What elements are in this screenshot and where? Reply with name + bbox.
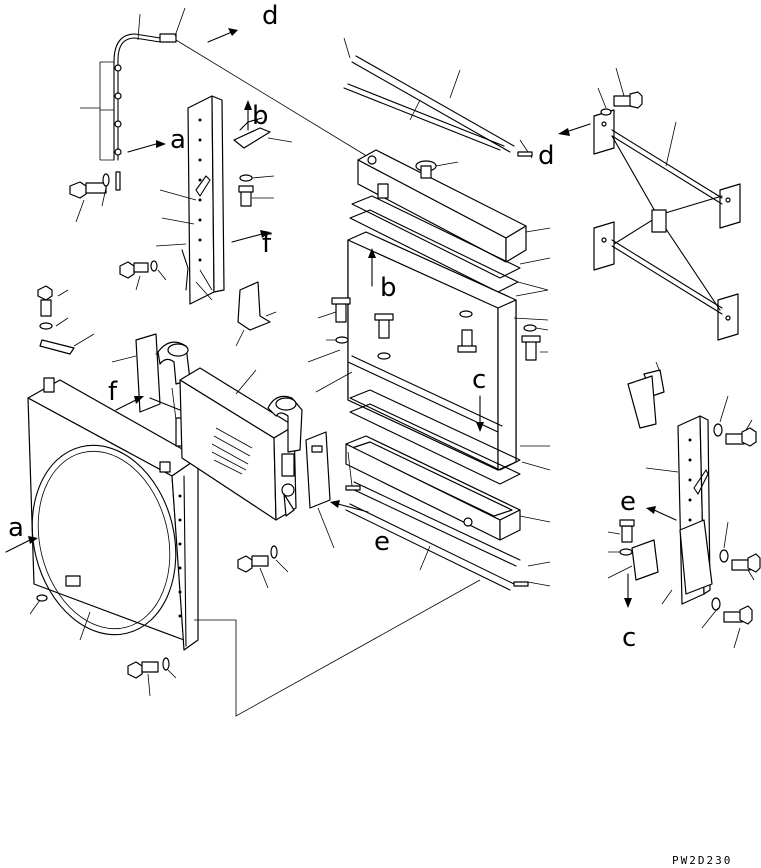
right-side-bracket xyxy=(607,361,713,605)
reference-arrow-c-right xyxy=(624,573,632,608)
aftercooler-bolt xyxy=(237,545,289,589)
radiator-core xyxy=(347,231,549,471)
ref-label-c-core: c xyxy=(472,365,486,395)
bolt-washer-left-top xyxy=(69,171,121,223)
bottom-seal-strips xyxy=(345,451,551,591)
ref-label-b-top: b xyxy=(252,101,269,131)
ref-label-f-top: f xyxy=(262,229,272,259)
fan-shroud xyxy=(27,377,199,651)
reference-arrow-a-shroud xyxy=(5,536,38,553)
aftercooler-elbow xyxy=(267,395,303,517)
aftercooler-side-plate xyxy=(305,431,335,549)
upper-tank xyxy=(357,149,551,263)
drawing-code: PW2D230 xyxy=(672,854,732,867)
ref-label-e-right: e xyxy=(620,487,636,517)
reference-arrow-b-core xyxy=(368,248,376,287)
core-bolts xyxy=(307,297,549,363)
reference-arrow-a-upper xyxy=(127,140,166,153)
small-clamp-bracket xyxy=(233,117,293,207)
reference-arrow-c-core xyxy=(476,395,484,432)
bolt-washer-left-mid xyxy=(119,260,167,291)
reference-arrow-e-right xyxy=(646,506,677,521)
right-bolts xyxy=(607,395,761,649)
ref-label-d-right: d xyxy=(538,141,555,171)
leader-line-bottom xyxy=(194,579,481,717)
ref-label-c-right: c xyxy=(622,623,636,653)
mid-seal-strip xyxy=(315,355,503,433)
ref-label-f-shroud: f xyxy=(108,377,118,407)
reference-arrow-e-core xyxy=(330,500,369,513)
ref-label-e-core: e xyxy=(374,527,390,557)
gasket-plates xyxy=(349,195,551,293)
shroud-bolt-top xyxy=(37,285,95,355)
leader-line-top xyxy=(175,39,371,159)
reference-arrow-d-core xyxy=(558,123,591,136)
lower-gasket-plates xyxy=(349,389,551,485)
shroud-bolt-bottom xyxy=(127,657,177,697)
ref-label-b-core: b xyxy=(380,273,397,303)
stay-bolt xyxy=(597,67,677,167)
top-seal-strips xyxy=(343,37,533,159)
ref-label-d-top: d xyxy=(262,1,279,31)
ref-label-a-shroud: a xyxy=(8,513,24,543)
hose-assembly xyxy=(80,7,186,161)
lower-tank xyxy=(345,435,551,541)
reference-arrow-b-upper xyxy=(244,100,252,131)
L-bracket-center xyxy=(235,281,277,347)
reference-arrow-f-upper xyxy=(231,230,270,243)
cross-brace-stay xyxy=(593,109,741,341)
reference-arrow-f-shroud xyxy=(115,396,144,411)
reference-arrow-d-top xyxy=(207,28,238,43)
side-bracket-left xyxy=(155,95,225,305)
shroud-side-bracket xyxy=(111,333,187,413)
ref-label-a-top: a xyxy=(170,125,186,155)
